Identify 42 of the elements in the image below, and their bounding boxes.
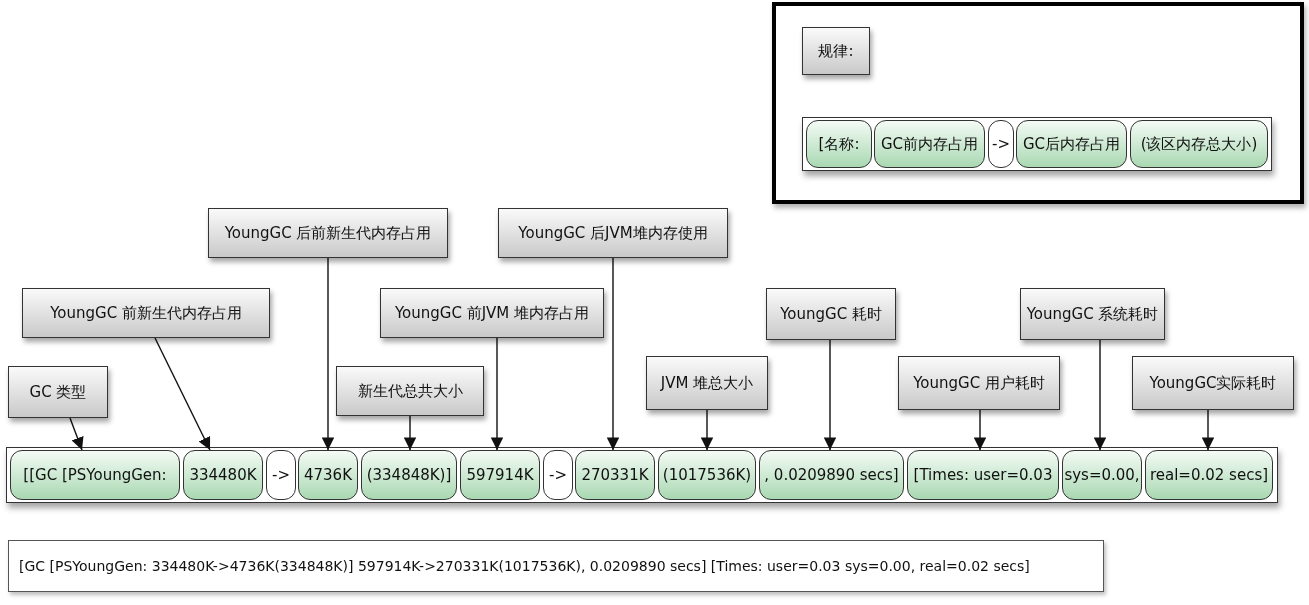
legend-frame (772, 2, 1304, 204)
log-segment: 4736K (298, 450, 358, 500)
callout-box: YoungGC 耗时 (766, 288, 896, 340)
callout-box: JVM 堆总大小 (646, 356, 768, 410)
log-segment: (1017536K) (658, 450, 756, 500)
callout-box: YoungGC 系统耗时 (1020, 288, 1165, 340)
arrow (700, 409, 714, 451)
arrow (490, 337, 504, 451)
arrow (321, 257, 335, 451)
log-segment: (该区内存总大小) (1130, 120, 1268, 168)
arrow (69, 417, 84, 451)
arrow (1093, 339, 1107, 451)
arrow (1201, 409, 1215, 451)
callout-box: 规律: (802, 27, 870, 75)
callout-box: GC 类型 (8, 366, 108, 418)
log-segment: [Times: user=0.03 (907, 450, 1059, 500)
arrow (973, 409, 987, 451)
log-segment: 597914K (460, 450, 540, 500)
callout-box: YoungGC实际耗时 (1132, 356, 1294, 410)
arrow (823, 339, 837, 451)
callout-box: YoungGC 后前新生代内存占用 (208, 208, 448, 258)
log-segment: , 0.0209890 secs] (759, 450, 904, 500)
log-segment: sys=0.00, (1062, 450, 1142, 500)
log-segment: GC前内存占用 (874, 120, 985, 168)
arrow-segment: -> (543, 450, 573, 500)
callout-box: YoungGC 后JVM堆内存使用 (498, 208, 728, 258)
arrow (154, 337, 211, 451)
arrow-segment: -> (266, 450, 296, 500)
callout-box: YoungGC 用户耗时 (898, 356, 1060, 410)
log-segment: 334480K (183, 450, 263, 500)
log-segment: real=0.02 secs] (1145, 450, 1273, 500)
callout-box: 新生代总共大小 (336, 366, 484, 416)
arrow (403, 415, 417, 451)
log-segment: GC后内存占用 (1016, 120, 1127, 168)
arrow (606, 257, 620, 451)
arrow-segment: -> (988, 120, 1014, 168)
callout-box: YoungGC 前JVM 堆内存占用 (380, 288, 604, 338)
callout-box: YoungGC 前新生代内存占用 (22, 288, 270, 338)
log-segment: (334848K)] (361, 450, 457, 500)
log-segment: [[GC [PSYoungGen: (10, 450, 180, 500)
log-segment: [名称: (806, 120, 872, 168)
log-segment: 270331K (575, 450, 655, 500)
